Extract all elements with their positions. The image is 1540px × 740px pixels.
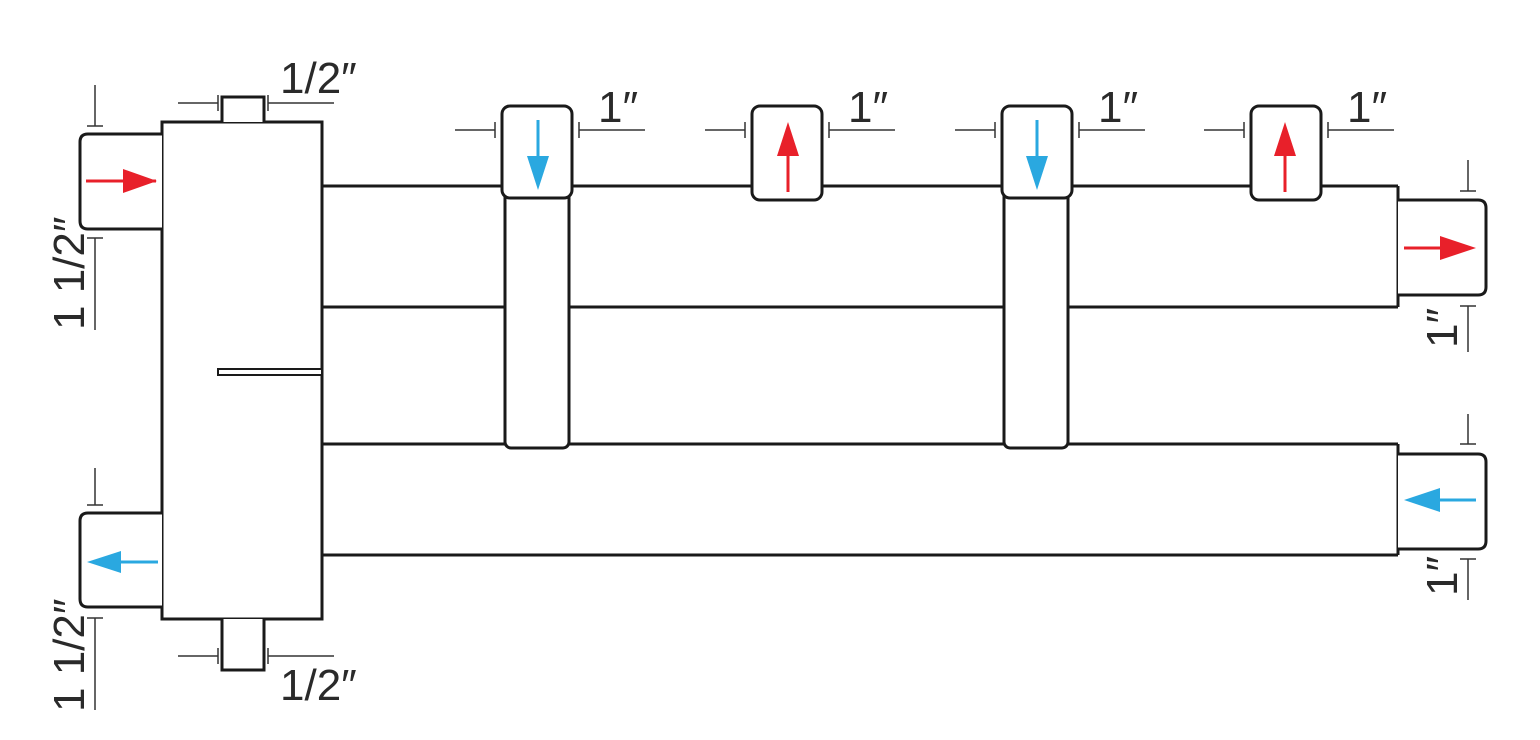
- left-bottom-outlet-arrowhead: [87, 551, 121, 573]
- label-port-2: 1″: [848, 83, 888, 132]
- right-return-inlet-arrowhead: [1404, 488, 1440, 512]
- port-1-arrowhead: [527, 156, 549, 190]
- label-right-return-inlet: 1″: [1418, 556, 1467, 596]
- port-2-arrowhead: [777, 122, 799, 156]
- separator-body: [160, 95, 324, 672]
- label-drain-bottom: 1/2″: [280, 661, 357, 710]
- label-vent-top: 1/2″: [280, 54, 357, 103]
- port-3-arrowhead: [1026, 156, 1048, 190]
- return-connector-1: [503, 184, 571, 450]
- return-header: [322, 442, 1400, 557]
- left-top-inlet-arrowhead: [123, 169, 157, 193]
- right-supply-outlet-arrowhead: [1440, 236, 1476, 260]
- label-port-3: 1″: [1098, 83, 1138, 132]
- supply-header: [322, 184, 1400, 309]
- label-left-bottom-outlet: 1 1/2″: [45, 599, 94, 712]
- label-port-1: 1″: [598, 83, 638, 132]
- port-4-arrowhead: [1274, 122, 1296, 156]
- return-connector-3: [1002, 184, 1070, 450]
- label-right-supply-outlet: 1″: [1418, 308, 1467, 348]
- label-left-top-inlet: 1 1/2″: [45, 217, 94, 330]
- dimension-lines: [87, 85, 1476, 710]
- label-port-4: 1″: [1347, 83, 1387, 132]
